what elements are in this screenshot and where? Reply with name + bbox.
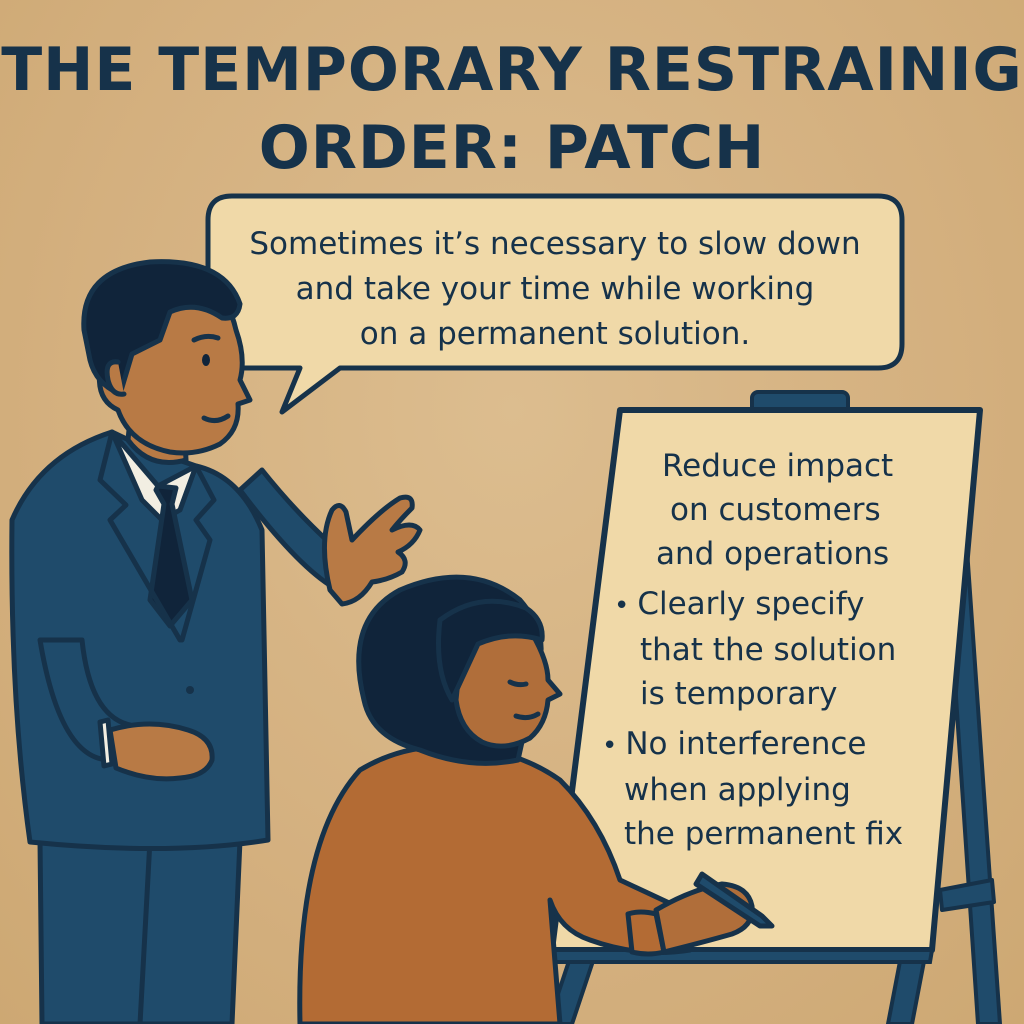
- bullet-line: the permanent fix: [624, 816, 904, 852]
- bullet-line: that the solution: [640, 632, 897, 668]
- board-text: Reduce impact on customers and operation…: [600, 444, 930, 856]
- page-title-line-1: THE TEMPORARY RESTRAINIG: [1, 35, 1023, 105]
- speech-bubble-text: Sometimes it’s necessary to slow down an…: [210, 222, 900, 357]
- page-title-line-2: ORDER: PATCH: [258, 113, 766, 183]
- presenter-man: [9, 259, 423, 1024]
- board-intro-line: Reduce impact: [662, 448, 894, 484]
- bullet-item-2: •No interference: [600, 722, 930, 768]
- speech-line: and take your time while working: [295, 271, 815, 307]
- speech-line: Sometimes it’s necessary to slow down: [249, 226, 861, 262]
- bullet-line: when applying: [624, 772, 851, 808]
- board-intro-line: on customers: [670, 492, 881, 528]
- bullet-item-1: •Clearly specify: [600, 582, 930, 628]
- bullet-glyph: •: [602, 731, 618, 761]
- writing-woman: [297, 574, 775, 1024]
- bullet-glyph: •: [614, 591, 630, 621]
- speech-line: on a permanent solution.: [359, 316, 751, 352]
- bullet-line: is temporary: [640, 676, 838, 712]
- board-intro-line: and operations: [656, 536, 890, 572]
- speech-bubble: [205, 193, 905, 415]
- bullet-line: Clearly specify: [637, 586, 865, 622]
- bullet-line: No interference: [625, 726, 867, 762]
